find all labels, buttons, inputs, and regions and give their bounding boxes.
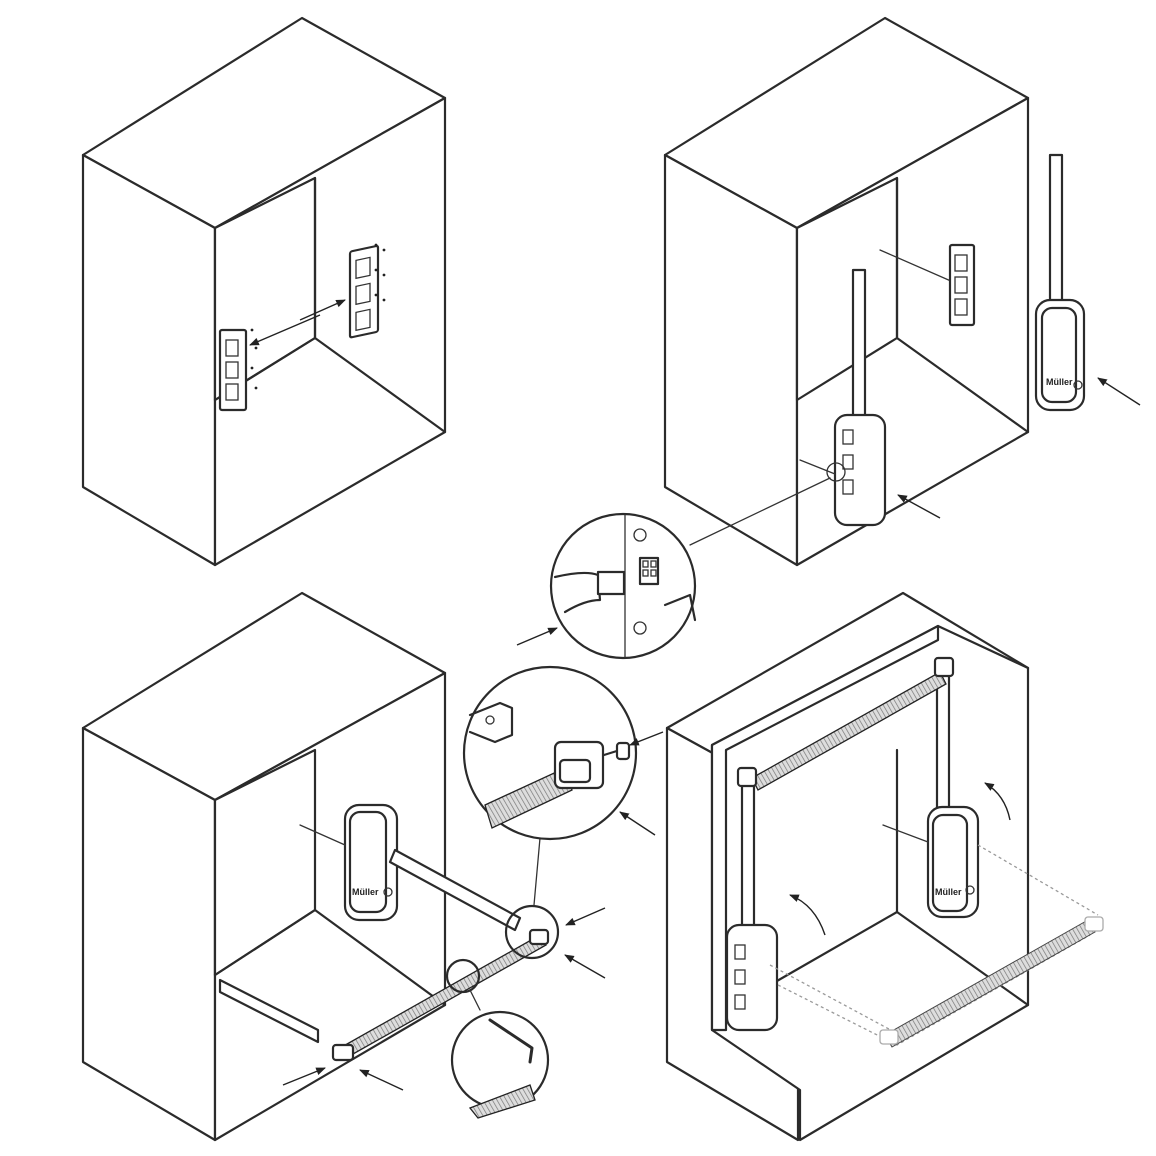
- rotate-arrow-right: [984, 782, 1011, 821]
- lift-unit-mounted: [826, 268, 887, 527]
- arrow-3b: [564, 954, 606, 979]
- arrow-3a: [565, 907, 606, 926]
- mount-arrow-left: [249, 314, 321, 346]
- detail-hex-key: [450, 989, 550, 1119]
- wall-rod-guide: [879, 249, 961, 286]
- lift-arm-lowered-ghost: [769, 844, 1104, 1048]
- focus-circle-right: [504, 904, 560, 960]
- leader-line-screw: [533, 837, 541, 906]
- rod-back-4: [882, 824, 929, 843]
- screw-arrow-top: [629, 731, 664, 746]
- rotate-arrow-left: [789, 894, 826, 936]
- brand-logo-4: Müller: [935, 887, 962, 897]
- leader-line-connector: [689, 477, 831, 546]
- lift-unit-4-left: [725, 923, 779, 1032]
- insert-arrow-right: [1097, 377, 1141, 406]
- arrow-3c: [282, 1067, 326, 1086]
- connector-arrow: [516, 627, 558, 646]
- detail-connector: [516, 477, 831, 660]
- wall-bracket-left: [218, 328, 258, 412]
- lift-arm-raised: [736, 656, 955, 934]
- bracket-back-wall: [948, 243, 976, 327]
- leader-line-hex: [469, 989, 481, 1011]
- brand-logo: Müller: [1046, 377, 1073, 387]
- lift-unit-4-right: Müller: [926, 805, 980, 919]
- mounted-rod-stub: [799, 459, 836, 475]
- side-rail-3: [218, 978, 320, 1044]
- panel-step-2: Müller: [663, 16, 1141, 567]
- detail-screw: [462, 665, 664, 906]
- cabinet-3: [81, 591, 447, 1142]
- lift-unit-loose: Müller: [1034, 153, 1086, 412]
- mount-arrow-right: [299, 299, 346, 321]
- brand-logo-3: Müller: [352, 887, 379, 897]
- arrow-3d: [359, 1069, 404, 1091]
- hanging-rod-3: [331, 928, 550, 1062]
- panel-step-3: Müller: [81, 591, 606, 1142]
- panel-step-1: [81, 16, 447, 567]
- screw-marks-right: [374, 243, 386, 302]
- rod-back-3: [299, 824, 346, 846]
- cabinet-1: [81, 16, 447, 567]
- screw-arrow-bottom: [619, 811, 656, 836]
- focus-circle-mid: [445, 958, 481, 994]
- panel-step-4: Müller: [665, 591, 1104, 1142]
- wall-bracket-right: [348, 243, 386, 339]
- insert-arrow-mounted: [897, 494, 941, 519]
- arm-3: [388, 848, 522, 932]
